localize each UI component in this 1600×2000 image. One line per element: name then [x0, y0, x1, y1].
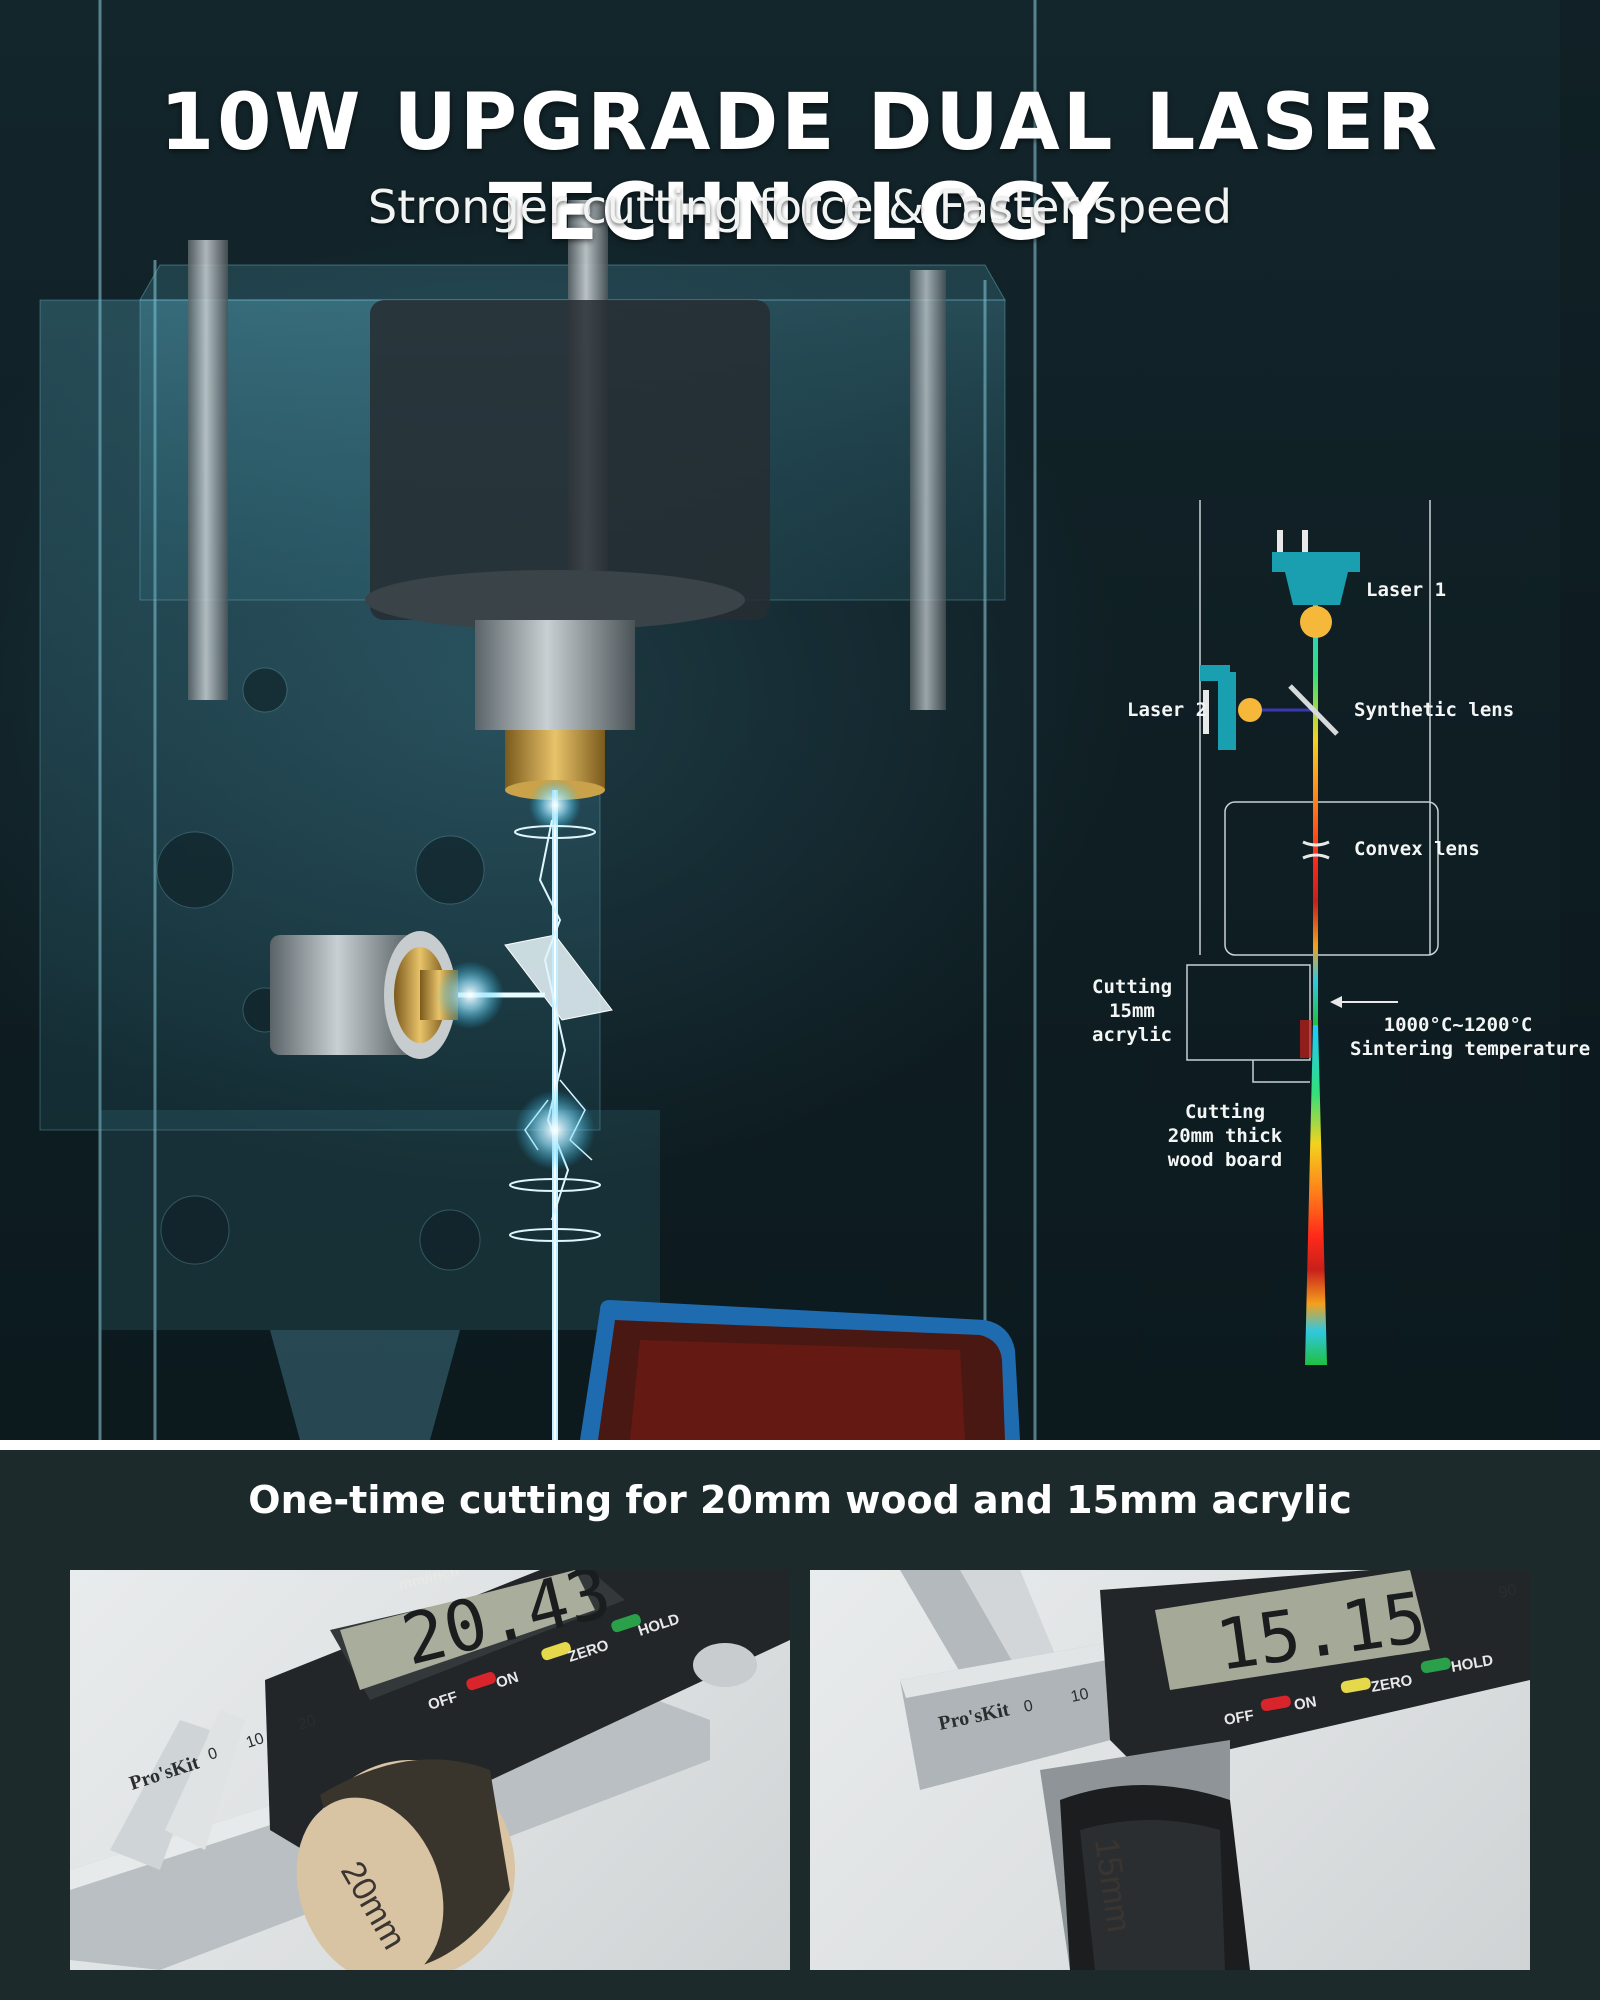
wood-caliper-photo: 20.43 OFF ON ZERO HOLD mm/inch Pro'sKit …	[70, 1570, 790, 1970]
section-caption: One-time cutting for 20mm wood and 15mm …	[248, 1478, 1352, 1522]
label-synthetic-lens: Synthetic lens	[1354, 699, 1515, 721]
svg-text:20: 20	[296, 1712, 318, 1734]
laser-beam	[436, 779, 601, 1440]
page-subtitle: Stronger cutting force & Faster speed	[368, 180, 1232, 234]
cutting-results-section: One-time cutting for 20mm wood and 15mm …	[0, 1450, 1600, 2000]
svg-text:0: 0	[1022, 1697, 1034, 1715]
label-cutting-acrylic: Cutting 15mm acrylic	[1092, 976, 1173, 1046]
label-laser-2: Laser 2	[1127, 699, 1208, 721]
laser-head	[365, 300, 770, 800]
air-nozzle	[270, 1330, 460, 1440]
acrylic-shield	[580, 1300, 1020, 1440]
side-laser	[270, 931, 458, 1059]
svg-text:90: 90	[1497, 1582, 1518, 1602]
label-convex-lens: Convex lens	[1354, 838, 1480, 860]
label-temperature: 1000°C~1200°C Sintering temperature	[1350, 1014, 1591, 1060]
svg-text:ON: ON	[494, 1669, 521, 1692]
section-divider	[0, 1440, 1600, 1450]
svg-text:10: 10	[1069, 1686, 1090, 1706]
svg-text:ON: ON	[1293, 1693, 1318, 1714]
side-plate-holes	[156, 667, 485, 1271]
svg-text:OFF: OFF	[1223, 1707, 1255, 1729]
hero-section: 10W UPGRADE DUAL LASER TECHNOLOGY Strong…	[0, 0, 1600, 1440]
label-laser-1: Laser 1	[1366, 579, 1447, 601]
svg-text:10: 10	[244, 1730, 266, 1752]
acrylic-caliper-photo: 15.15 OFF ON ZERO HOLD Pro'sKit 0 10 90	[810, 1570, 1530, 1970]
label-cutting-wood: Cutting 20mm thick wood board	[1167, 1101, 1283, 1171]
laser-module-illustration	[39, 0, 1439, 1440]
beam-diagram	[1186, 500, 1439, 1365]
page-title: 10W UPGRADE DUAL LASER TECHNOLOGY	[159, 78, 1441, 258]
